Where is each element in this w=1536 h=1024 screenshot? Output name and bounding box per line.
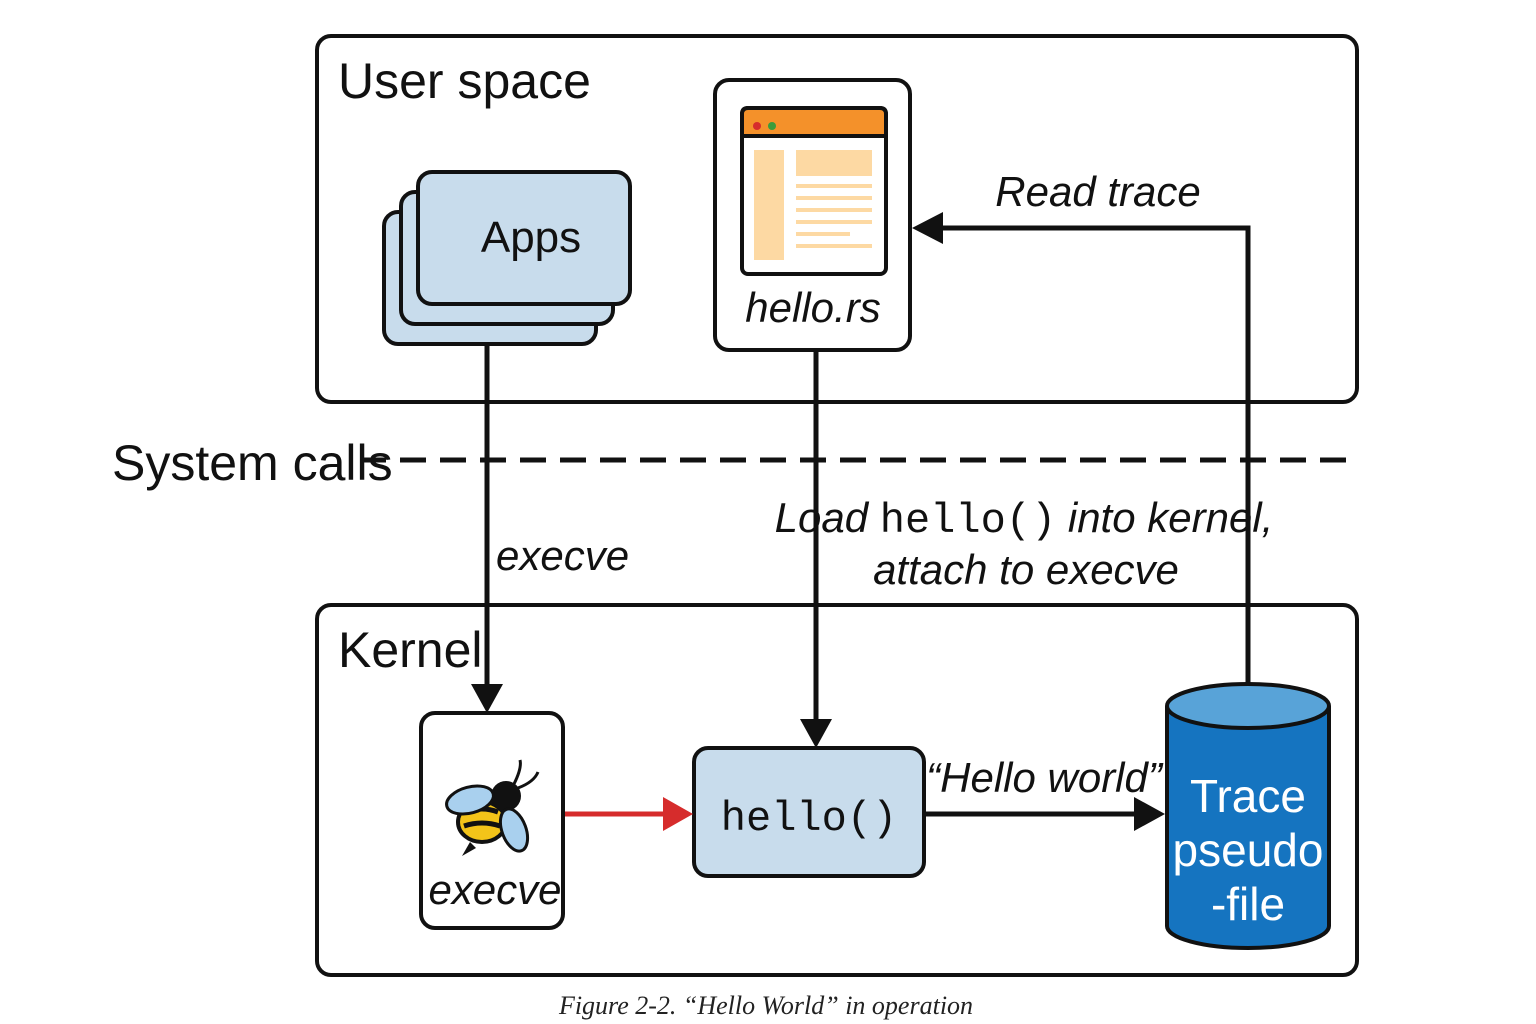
execve-node: execve (419, 711, 565, 930)
user-space-region (315, 34, 1359, 404)
read-trace-label: Read trace (995, 168, 1200, 215)
hello-world-edge-label: “Hello world” (926, 754, 1164, 801)
arrow-trace-to-hello-rs (912, 212, 1251, 684)
load-edge-pre: Load (775, 494, 880, 541)
hello-fn-label: hello() (721, 795, 897, 843)
load-edge-label-line-2: attach to execve (873, 546, 1179, 593)
arrow-execve-to-hello-fn (565, 797, 693, 831)
arrow-apps-to-execve (471, 344, 503, 713)
figure-caption: Figure 2-2. “Hello World” in operation (558, 991, 973, 1020)
trace-label-line-1: Trace (1190, 770, 1306, 822)
window-document-icon (740, 106, 888, 276)
user-space-title: User space (338, 53, 591, 109)
load-edge-post: into kernel, (1056, 494, 1273, 541)
ebpf-bee-icon (445, 759, 540, 856)
hello-fn-node: hello() (692, 746, 926, 878)
system-calls-label: System calls (112, 435, 393, 491)
kernel-region (315, 603, 1359, 977)
kernel-title: Kernel (338, 622, 483, 678)
hello-rs-label: hello.rs (745, 284, 880, 331)
trace-pseudo-file-node: Trace pseudo -file (1165, 682, 1331, 950)
trace-label-line-3: -file (1211, 878, 1285, 930)
execve-node-label: execve (428, 866, 561, 913)
apps-label: Apps (481, 213, 581, 262)
hello-rs-node: hello.rs (713, 78, 912, 352)
trace-label-line-2: pseudo (1173, 824, 1324, 876)
load-edge-label-line-1: Load hello() into kernel, (775, 494, 1274, 545)
load-edge-code: hello() (880, 497, 1056, 545)
apps-node: Apps (382, 170, 632, 346)
arrow-hello-fn-to-trace (925, 797, 1165, 831)
arrow-hello-rs-to-hello-fn (800, 352, 832, 748)
execve-edge-label: execve (496, 532, 629, 579)
